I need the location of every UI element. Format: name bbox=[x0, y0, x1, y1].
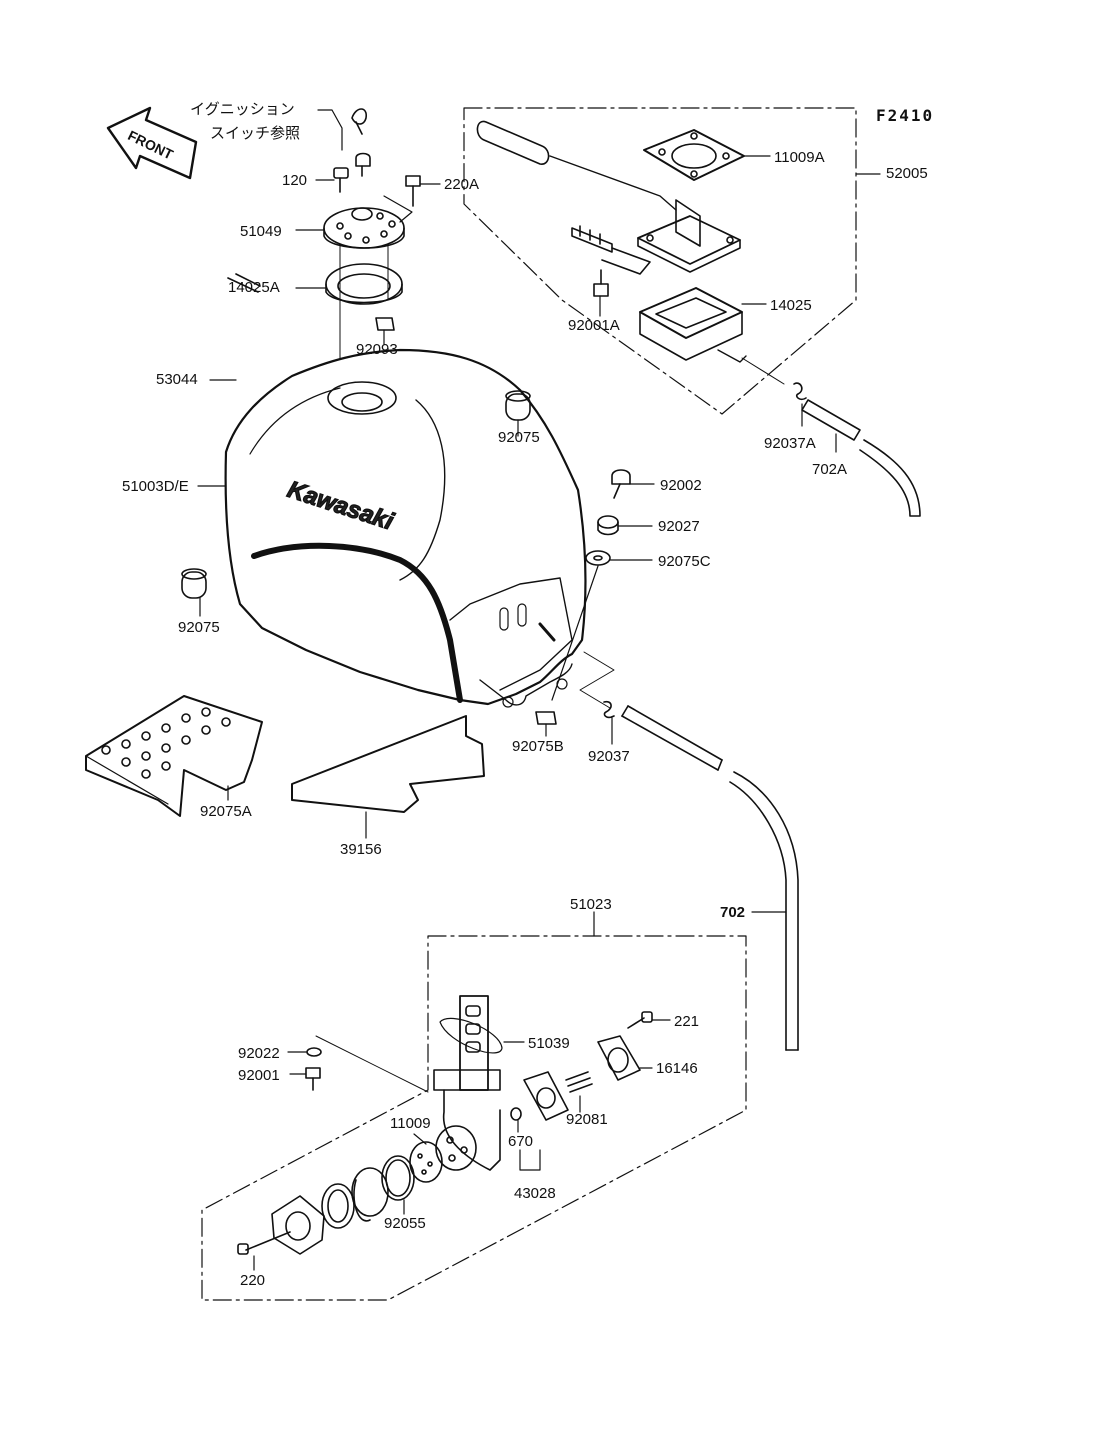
plate-220 bbox=[237, 1195, 325, 1271]
fuel-level-sender bbox=[476, 120, 677, 275]
spring-92081 bbox=[565, 1071, 593, 1113]
screw-221 bbox=[627, 1011, 671, 1029]
label-11009a: 11009A bbox=[774, 149, 825, 166]
collar-92027 bbox=[597, 515, 653, 536]
assembly-frame-51023 bbox=[201, 911, 747, 1301]
label-43028: 43028 bbox=[514, 1185, 556, 1202]
clip-92037a bbox=[741, 357, 807, 427]
plate-39156 bbox=[291, 715, 485, 839]
label-92075-top: 92075 bbox=[498, 429, 540, 446]
label-702a: 702A bbox=[812, 461, 848, 478]
gasket-14025a bbox=[295, 263, 403, 305]
label-51003de: 51003D/E bbox=[122, 478, 189, 495]
label-92055: 92055 bbox=[384, 1215, 426, 1232]
gasket-51039 bbox=[439, 1017, 525, 1054]
label-120: 120 bbox=[282, 172, 308, 189]
label-39156: 39156 bbox=[340, 841, 382, 858]
label-92075a: 92075A bbox=[200, 803, 252, 820]
label-92075-left: 92075 bbox=[178, 619, 220, 636]
fuel-tap-body bbox=[433, 995, 501, 1171]
damper-92075c bbox=[551, 550, 653, 701]
label-11009: 11009 bbox=[390, 1115, 431, 1132]
label-221: 221 bbox=[674, 1013, 700, 1030]
cup-14025 bbox=[639, 287, 767, 363]
damper-92075-top bbox=[505, 390, 531, 437]
fuel-tank-51003 bbox=[197, 348, 587, 708]
lever-cock bbox=[321, 1167, 389, 1229]
label-51049: 51049 bbox=[240, 223, 282, 240]
cap-bolt-icon bbox=[355, 152, 371, 177]
diaphragm-43028 bbox=[519, 1071, 569, 1171]
assembly-frame-52005 bbox=[463, 107, 881, 415]
hose-702a bbox=[801, 399, 921, 517]
label-92093: 92093 bbox=[356, 341, 398, 358]
hose-702 bbox=[621, 705, 799, 1051]
label-51039: 51039 bbox=[528, 1035, 570, 1052]
figure-code: F2410 bbox=[876, 106, 935, 125]
label-16146: 16146 bbox=[656, 1060, 698, 1077]
screw-92001a bbox=[593, 269, 609, 317]
ignition-key-icon bbox=[317, 108, 367, 151]
note-line2: スイッチ参照 bbox=[210, 124, 301, 142]
diaphragm-cover-16146 bbox=[597, 1035, 653, 1081]
o-ring-92055 bbox=[381, 1155, 415, 1215]
label-92027: 92027 bbox=[658, 518, 700, 535]
screw-220a-icon bbox=[383, 175, 441, 223]
label-14025: 14025 bbox=[770, 297, 812, 314]
gasket-11009a bbox=[643, 129, 771, 181]
gasket-11009 bbox=[409, 1133, 443, 1183]
pin-53044 bbox=[209, 273, 261, 381]
label-14025a: 14025A bbox=[228, 279, 280, 296]
label-92037a: 92037A bbox=[764, 435, 816, 452]
label-92002: 92002 bbox=[660, 477, 702, 494]
pad-92075a bbox=[85, 695, 263, 817]
bolt-92002 bbox=[611, 469, 655, 499]
label-92001a: 92001A bbox=[568, 317, 620, 334]
label-92075c: 92075C bbox=[658, 553, 711, 570]
damper-92075-left bbox=[181, 568, 207, 617]
label-52005: 52005 bbox=[886, 165, 928, 182]
note-line1: イグニッション bbox=[190, 100, 295, 118]
label-92022: 92022 bbox=[238, 1045, 280, 1062]
label-92001: 92001 bbox=[238, 1067, 280, 1084]
damper-92075b bbox=[535, 711, 557, 737]
label-53044: 53044 bbox=[156, 371, 198, 388]
label-51023: 51023 bbox=[570, 896, 612, 913]
label-92037: 92037 bbox=[588, 748, 630, 765]
clip-92037 bbox=[579, 651, 615, 745]
sender-plate bbox=[637, 199, 741, 273]
screw-120-icon bbox=[315, 167, 349, 193]
label-92075b: 92075B bbox=[512, 738, 564, 755]
label-220a: 220A bbox=[444, 176, 480, 193]
washer-92022 bbox=[287, 1035, 429, 1093]
fuel-cap-51049 bbox=[295, 207, 405, 249]
label-702: 702 bbox=[720, 904, 746, 921]
bolt-92001 bbox=[289, 1067, 321, 1091]
label-220: 220 bbox=[240, 1272, 266, 1289]
label-92081: 92081 bbox=[566, 1111, 608, 1128]
nut-92093 bbox=[375, 317, 395, 345]
label-670: 670 bbox=[508, 1133, 534, 1150]
o-ring-670 bbox=[510, 1107, 522, 1133]
front-arrow-icon bbox=[106, 106, 198, 180]
